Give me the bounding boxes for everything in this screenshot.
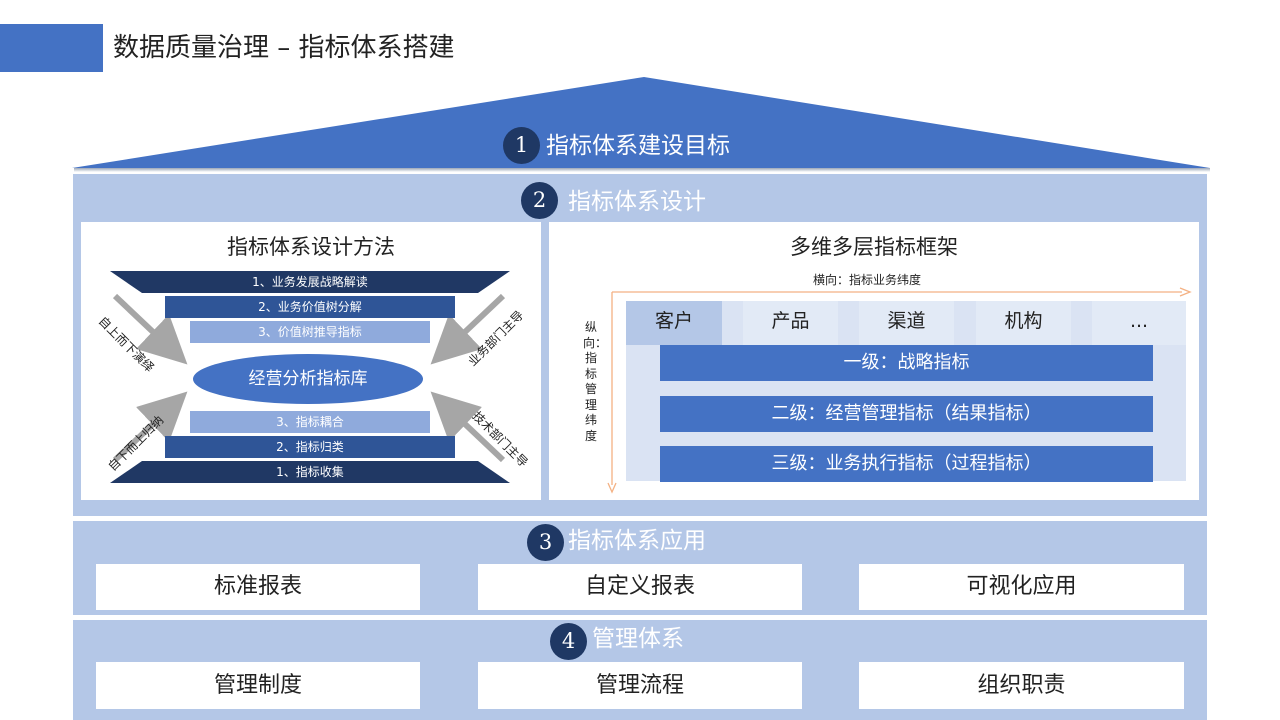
level-2-management: 二级：经营管理指标（结果指标） xyxy=(660,396,1153,432)
section-2-label: 指标体系设计 xyxy=(568,189,706,215)
category-channel: 渠道 xyxy=(859,301,954,345)
section-1-label: 指标体系建设目标 xyxy=(546,133,730,159)
app-custom-report: 自定义报表 xyxy=(478,564,802,610)
mgmt-policy: 管理制度 xyxy=(96,662,420,709)
roof-triangle xyxy=(72,77,1210,172)
framework-title: 多维多层指标框架 xyxy=(790,235,958,259)
arrow-bottom-right xyxy=(430,391,506,463)
horizontal-axis-head xyxy=(1179,287,1192,297)
section-4-label: 管理体系 xyxy=(592,626,684,652)
arrow-top-right xyxy=(430,293,506,365)
title-accent-bar xyxy=(0,24,103,72)
level-1-strategic: 一级：战略指标 xyxy=(660,345,1153,381)
bottom-step-1: 1、指标收集 xyxy=(110,461,510,483)
bottom-step-3: 3、指标耦合 xyxy=(190,411,430,433)
vertical-dimension-label: 纵向：指标管理纬度 xyxy=(583,320,608,443)
category-product: 产品 xyxy=(743,301,838,345)
section-4-number: 4 xyxy=(550,623,587,660)
app-visualization: 可视化应用 xyxy=(859,564,1184,610)
top-step-1: 1、业务发展战略解读 xyxy=(110,271,510,293)
section-3-number: 3 xyxy=(527,524,564,561)
bottom-step-2: 2、指标归类 xyxy=(165,436,455,458)
section-1-number: 1 xyxy=(503,127,540,164)
arrow-top-left xyxy=(112,293,188,365)
center-indicator-library: 经营分析指标库 xyxy=(193,354,423,404)
mgmt-process: 管理流程 xyxy=(478,662,802,709)
horizontal-dimension-label: 横向：指标业务纬度 xyxy=(813,273,922,287)
method-title: 指标体系设计方法 xyxy=(227,235,395,259)
dimension-axes xyxy=(607,287,1192,494)
section-3-label: 指标体系应用 xyxy=(568,528,706,554)
section-2-number: 2 xyxy=(521,182,558,219)
category-institution: 机构 xyxy=(976,301,1071,345)
top-step-3: 3、价值树推导指标 xyxy=(190,321,430,343)
category-more: ... xyxy=(1092,301,1186,345)
mgmt-responsibility: 组织职责 xyxy=(859,662,1184,709)
category-customer: 客户 xyxy=(626,301,722,345)
level-3-execution: 三级：业务执行指标（过程指标） xyxy=(660,446,1153,482)
app-standard-report: 标准报表 xyxy=(96,564,420,610)
vertical-axis-head xyxy=(607,482,617,494)
arrow-bottom-left xyxy=(112,391,188,463)
page-title: 数据质量治理 – 指标体系搭建 xyxy=(113,33,455,63)
top-step-2: 2、业务价值树分解 xyxy=(165,296,455,318)
